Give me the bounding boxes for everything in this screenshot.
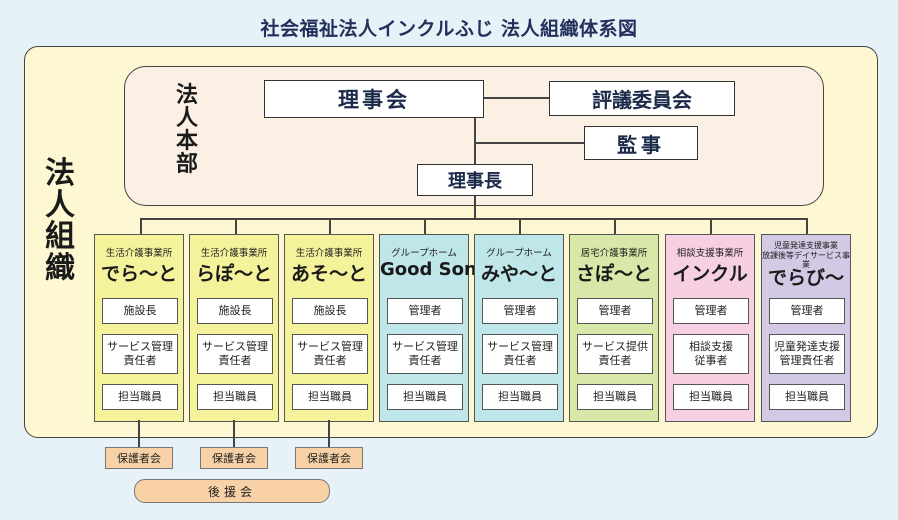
connector-parents-1 bbox=[138, 420, 140, 447]
facility-card-inkuru: 相談支援事業所 インクル 管理者 相談支援 従事者 担当職員 bbox=[665, 234, 755, 422]
role-box: 管理者 bbox=[482, 298, 558, 324]
role-box: サービス管理 責任者 bbox=[292, 334, 368, 374]
support-group-box: 後援会 bbox=[134, 479, 330, 503]
role-box: 担当職員 bbox=[769, 384, 845, 410]
role-box: サービス管理 責任者 bbox=[482, 334, 558, 374]
role-box: 管理者 bbox=[673, 298, 749, 324]
role-box: 管理者 bbox=[577, 298, 653, 324]
role-box: 担当職員 bbox=[577, 384, 653, 410]
facility-name: らぽ〜と bbox=[195, 263, 272, 285]
role-box: 担当職員 bbox=[482, 384, 558, 410]
role-box: 施設長 bbox=[102, 298, 178, 324]
role-box: 担当職員 bbox=[673, 384, 749, 410]
role-box: 担当職員 bbox=[292, 384, 368, 410]
facility-category: グループホーム bbox=[391, 248, 457, 259]
facility-category: グループホーム bbox=[486, 248, 552, 259]
auditor-box: 監事 bbox=[584, 126, 698, 160]
role-box: サービス提供 責任者 bbox=[577, 334, 653, 374]
facility-category: 居宅介護事業所 bbox=[580, 248, 648, 259]
role-box: サービス管理 責任者 bbox=[387, 334, 463, 374]
role-box: 担当職員 bbox=[197, 384, 273, 410]
role-box: サービス管理 責任者 bbox=[197, 334, 273, 374]
facility-category: 児童発達支援事業 放課後等デイサービス事業 bbox=[762, 241, 850, 270]
hq-label: 法人本部 bbox=[175, 83, 198, 178]
connector-board-vertical bbox=[474, 117, 476, 164]
connector-col-5 bbox=[519, 218, 521, 234]
role-box: 管理者 bbox=[769, 298, 845, 324]
facility-card-goodson: グループホーム Good Son 管理者 サービス管理 責任者 担当職員 bbox=[379, 234, 477, 422]
parents-group-box: 保護者会 bbox=[295, 447, 363, 469]
connector-parents-2 bbox=[233, 420, 235, 447]
connector-col-8 bbox=[806, 218, 808, 234]
facility-name: Good Son bbox=[380, 259, 477, 280]
council-box: 評議委員会 bbox=[549, 81, 735, 116]
role-box: 施設長 bbox=[292, 298, 368, 324]
connector-chairman-down bbox=[474, 194, 476, 218]
org-label: 法人組織 bbox=[45, 156, 75, 286]
connector-col-6 bbox=[614, 218, 616, 234]
role-box: 管理者 bbox=[387, 298, 463, 324]
facility-name: インクル bbox=[672, 263, 748, 285]
page-title: 社会福祉法人インクルふじ 法人組織体系図 bbox=[260, 18, 638, 40]
chairman-box: 理事長 bbox=[417, 164, 533, 196]
role-box: 担当職員 bbox=[102, 384, 178, 410]
facility-name: さぽ〜と bbox=[575, 263, 652, 285]
facility-card-asoato: 生活介護事業所 あそ〜と 施設長 サービス管理 責任者 担当職員 bbox=[284, 234, 374, 422]
facility-name: でら〜と bbox=[100, 263, 177, 285]
facility-name: でらび〜 bbox=[767, 267, 844, 289]
facility-card-rapoato: 生活介護事業所 らぽ〜と 施設長 サービス管理 責任者 担当職員 bbox=[189, 234, 279, 422]
connector-auditor bbox=[474, 142, 584, 144]
facility-category: 生活介護事業所 bbox=[105, 248, 173, 259]
role-box: 担当職員 bbox=[387, 384, 463, 410]
role-box: 児童発達支援 管理責任者 bbox=[769, 334, 845, 374]
connector-col-7 bbox=[710, 218, 712, 234]
connector-col-4 bbox=[424, 218, 426, 234]
role-box: 施設長 bbox=[197, 298, 273, 324]
facility-category: 相談支援事業所 bbox=[676, 248, 744, 259]
connector-col-3 bbox=[329, 218, 331, 234]
connector-col-2 bbox=[235, 218, 237, 234]
connector-col-1 bbox=[140, 218, 142, 234]
role-box: 相談支援 従事者 bbox=[673, 334, 749, 374]
parents-group-box: 保護者会 bbox=[105, 447, 173, 469]
connector-branch-bar bbox=[140, 218, 806, 220]
facility-card-derabii: 児童発達支援事業 放課後等デイサービス事業 でらび〜 管理者 児童発達支援 管理… bbox=[761, 234, 851, 422]
facility-name: みや〜と bbox=[480, 263, 557, 285]
facility-card-deraato: 生活介護事業所 でら〜と 施設長 サービス管理 責任者 担当職員 bbox=[94, 234, 184, 422]
connector-board-council bbox=[482, 97, 550, 99]
facility-card-sapoato: 居宅介護事業所 さぽ〜と 管理者 サービス提供 責任者 担当職員 bbox=[569, 234, 659, 422]
parents-group-box: 保護者会 bbox=[200, 447, 268, 469]
facility-category: 生活介護事業所 bbox=[295, 248, 363, 259]
facility-category: 生活介護事業所 bbox=[200, 248, 268, 259]
board-of-directors-box: 理事会 bbox=[264, 80, 484, 118]
role-box: サービス管理 責任者 bbox=[102, 334, 178, 374]
connector-parents-3 bbox=[328, 420, 330, 447]
facility-card-miyaato: グループホーム みや〜と 管理者 サービス管理 責任者 担当職員 bbox=[474, 234, 564, 422]
facility-name: あそ〜と bbox=[290, 263, 367, 285]
